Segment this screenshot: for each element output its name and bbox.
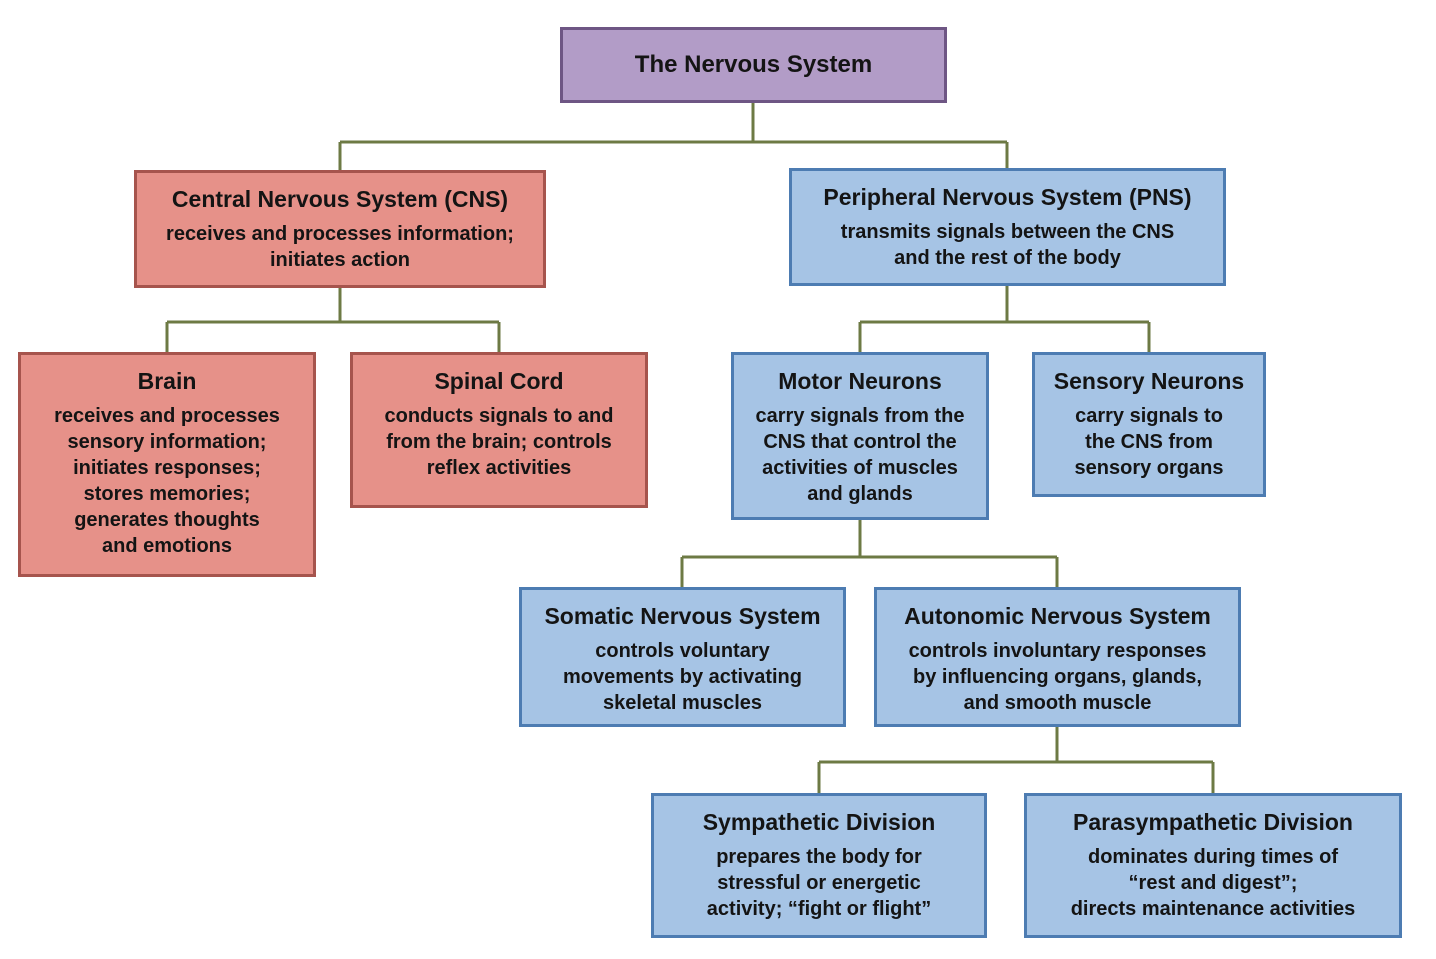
node-title: Autonomic Nervous System <box>904 603 1211 629</box>
node-autonomic-nervous-system: Autonomic Nervous System controls involu… <box>874 587 1241 727</box>
connector-autonomic-to-symp-parasymp <box>817 727 1215 795</box>
node-title: Spinal Cord <box>434 368 564 394</box>
node-description: receives and processes sensory informati… <box>54 404 280 557</box>
connector-pns-to-motor-sensory <box>858 286 1151 354</box>
node-title: The Nervous System <box>634 51 873 78</box>
node-title: Sympathetic Division <box>702 809 936 835</box>
connector-cns-to-brain-spinal <box>165 288 501 354</box>
node-peripheral-nervous-system: Peripheral Nervous System (PNS) transmit… <box>789 168 1226 286</box>
node-description: conducts signals to and from the brain; … <box>384 404 614 479</box>
node-description: carry signals to the CNS from sensory or… <box>1074 404 1224 479</box>
node-description: dominates during times of “rest and dige… <box>1070 845 1356 920</box>
node-central-nervous-system: Central Nervous System (CNS) receives an… <box>134 170 546 288</box>
connector-motor-to-somatic-autonomic <box>680 520 1059 589</box>
node-title: Peripheral Nervous System (PNS) <box>823 184 1192 210</box>
node-spinal-cord: Spinal Cord conducts signals to and from… <box>350 352 648 508</box>
node-description: controls voluntary movements by activati… <box>563 639 802 714</box>
node-title: Parasympathetic Division <box>1073 809 1353 835</box>
node-sensory-neurons: Sensory Neurons carry signals to the CNS… <box>1032 352 1266 497</box>
node-description: transmits signals between the CNS and th… <box>840 220 1175 269</box>
node-title: Motor Neurons <box>778 368 942 394</box>
node-brain: Brain receives and processes sensory inf… <box>18 352 316 577</box>
node-description: prepares the body for stressful or energ… <box>706 845 932 920</box>
node-title: Brain <box>137 368 197 394</box>
node-title: Somatic Nervous System <box>544 603 821 629</box>
node-motor-neurons: Motor Neurons carry signals from the CNS… <box>731 352 989 520</box>
node-description: controls involuntary responses by influe… <box>908 639 1207 714</box>
node-description: carry signals from the CNS that control … <box>755 404 965 505</box>
connector-root-to-cns-pns <box>338 103 1009 172</box>
node-parasympathetic-division: Parasympathetic Division dominates durin… <box>1024 793 1402 938</box>
node-title: Sensory Neurons <box>1053 368 1245 394</box>
node-description: receives and processes information; init… <box>166 222 514 271</box>
node-somatic-nervous-system: Somatic Nervous System controls voluntar… <box>519 587 846 727</box>
node-the-nervous-system: The Nervous System <box>560 27 947 103</box>
node-sympathetic-division: Sympathetic Division prepares the body f… <box>651 793 987 938</box>
node-title: Central Nervous System (CNS) <box>171 186 509 212</box>
